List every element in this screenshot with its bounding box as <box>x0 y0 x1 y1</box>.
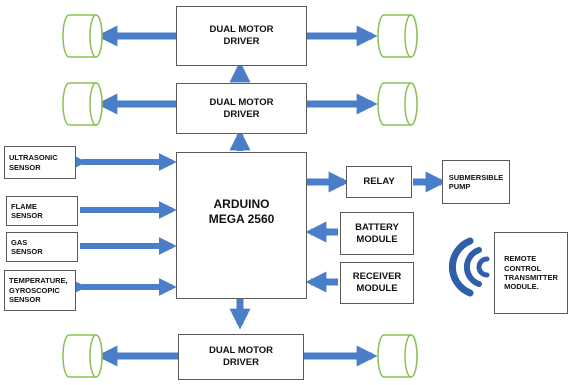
arduino-mega-block: ARDUINO MEGA 2560 <box>176 152 307 299</box>
remote-label: REMOTE CONTROL TRANSMITTER MODULE. <box>504 254 558 292</box>
battery-label: BATTERY MODULE <box>355 221 399 245</box>
wheel-cylinder-icon <box>62 334 103 378</box>
wheel-cylinder-icon <box>377 334 418 378</box>
motor-driver-bottom: DUAL MOTOR DRIVER <box>178 334 304 380</box>
receiver-label: RECEIVER MODULE <box>352 271 402 294</box>
temperature-gyroscopic-sensor-block: TEMPERATURE, GYROSCOPIC SENSOR <box>4 270 76 311</box>
ultrasonic-label: ULTRASONIC SENSOR <box>9 153 58 172</box>
wireless-signal-icon <box>448 237 490 297</box>
flame-sensor-block: FLAME SENSOR <box>6 196 78 226</box>
battery-module-block: BATTERY MODULE <box>340 212 414 255</box>
wheel-cylinder-icon <box>377 82 418 126</box>
motor-driver-mid: DUAL MOTOR DRIVER <box>176 83 307 134</box>
ultrasonic-sensor-block: ULTRASONIC SENSOR <box>4 146 76 179</box>
motor-driver-bottom-label: DUAL MOTOR DRIVER <box>208 345 274 368</box>
motor-driver-mid-label: DUAL MOTOR DRIVER <box>209 96 274 120</box>
arduino-label: ARDUINO MEGA 2560 <box>208 197 275 226</box>
wheel-cylinder-icon <box>377 14 418 58</box>
motor-driver-top-label: DUAL MOTOR DRIVER <box>209 24 274 47</box>
gas-sensor-block: GAS SENSOR <box>6 232 78 262</box>
wheel-cylinder-icon <box>62 14 103 58</box>
submersible-pump-block: SUBMERSIBLE PUMP <box>442 160 510 204</box>
relay-block: RELAY <box>346 166 412 198</box>
remote-control-transmitter-block: REMOTE CONTROL TRANSMITTER MODULE. <box>494 232 568 314</box>
flame-label: FLAME SENSOR <box>11 201 43 220</box>
relay-label: RELAY <box>363 176 395 188</box>
motor-driver-top: DUAL MOTOR DRIVER <box>176 6 307 66</box>
gas-label: GAS SENSOR <box>11 237 43 256</box>
temperature-label: TEMPERATURE, GYROSCOPIC SENSOR <box>9 276 68 305</box>
wheel-cylinder-icon <box>62 82 103 126</box>
receiver-module-block: RECEIVER MODULE <box>340 262 414 304</box>
pump-label: SUBMERSIBLE PUMP <box>448 172 504 191</box>
